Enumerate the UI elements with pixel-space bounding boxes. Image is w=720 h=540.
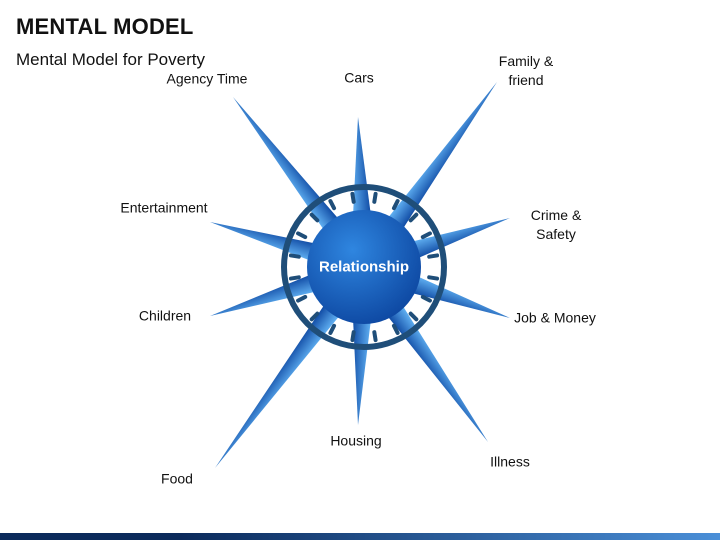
ring-tick (350, 330, 356, 343)
ring-tick (309, 311, 320, 322)
ring-tick (328, 323, 337, 335)
ring-tick (408, 311, 419, 322)
node-label-1: Cars (344, 69, 374, 86)
node-label-5: Illness (490, 453, 530, 470)
ring-tick (350, 191, 356, 204)
ring-tick (288, 275, 301, 281)
ring-tick (391, 323, 400, 335)
outer-ring (281, 184, 447, 350)
ring-tick (296, 294, 308, 303)
ring-tick (427, 253, 440, 259)
ray-5 (378, 293, 488, 442)
center-hub (307, 210, 421, 324)
ring-tick (296, 231, 308, 240)
ring-tick (420, 294, 432, 303)
node-label-4: Job & Money (514, 309, 596, 326)
ray-6 (352, 306, 373, 425)
ring-tick (288, 253, 301, 259)
footer-bar (0, 533, 720, 540)
node-label-2: Family &friend (498, 53, 554, 88)
node-label-9: Entertainment (120, 199, 208, 216)
ray-10 (233, 97, 348, 242)
ring-tick (391, 199, 400, 211)
node-label-8: Children (138, 307, 192, 324)
ring-tick (372, 191, 378, 204)
ray-3 (398, 218, 510, 264)
ray-8 (210, 269, 329, 316)
ray-2 (379, 82, 497, 241)
slide-subtitle: Mental Model for Poverty (16, 50, 205, 69)
ray-4 (398, 270, 510, 318)
node-label-3: Crime &Safety (530, 207, 582, 242)
rays-group (210, 82, 510, 468)
ring-tick (408, 212, 419, 223)
ring-ticks (288, 191, 440, 343)
ring-tick (427, 275, 440, 281)
slide-title: MENTAL MODEL (16, 14, 194, 39)
ray-1 (352, 117, 373, 228)
ray-9 (210, 222, 329, 266)
ring-tick (372, 330, 378, 343)
node-label-7: Food (161, 470, 193, 487)
ring-tick (328, 199, 337, 211)
ray-7 (215, 293, 349, 468)
node-label-6: Housing (330, 432, 382, 449)
node-label-10: Agency Time (166, 70, 248, 87)
ring-tick (420, 231, 432, 240)
ring-tick (309, 212, 320, 223)
center-label: Relationship (318, 258, 410, 276)
